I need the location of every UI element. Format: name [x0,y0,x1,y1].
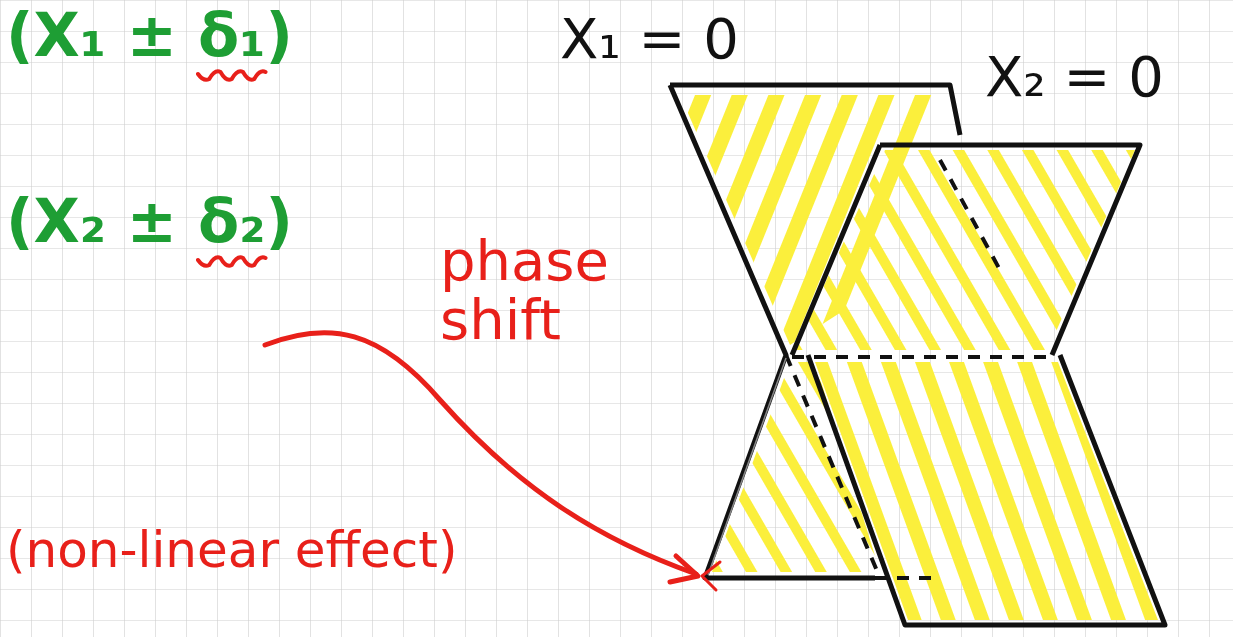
hourglass-outline [808,355,1165,625]
annotation-text: (non-linear effect) [6,524,457,577]
variable-label: (X₁ ± δ₁) [6,4,293,67]
annotation-text: phase shift [440,232,640,350]
plane-label: X₁ = 0 [560,10,739,69]
plane-label: X₂ = 0 [985,48,1164,107]
thin-line [708,358,786,575]
emphasis-squiggle [198,71,266,80]
arrow-head [702,562,720,590]
hourglass-outline [670,85,960,135]
hatch-fill [795,150,1135,350]
emphasis-squiggle [198,257,266,266]
arrow-head [670,556,698,582]
hidden-edge [786,160,1000,578]
variable-label: (X₂ ± δ₂) [6,190,293,253]
hourglass-outline [792,145,1140,355]
hidden-edge [792,355,1052,359]
hourglass-outline [670,85,875,578]
hatch-fill [815,362,1158,620]
